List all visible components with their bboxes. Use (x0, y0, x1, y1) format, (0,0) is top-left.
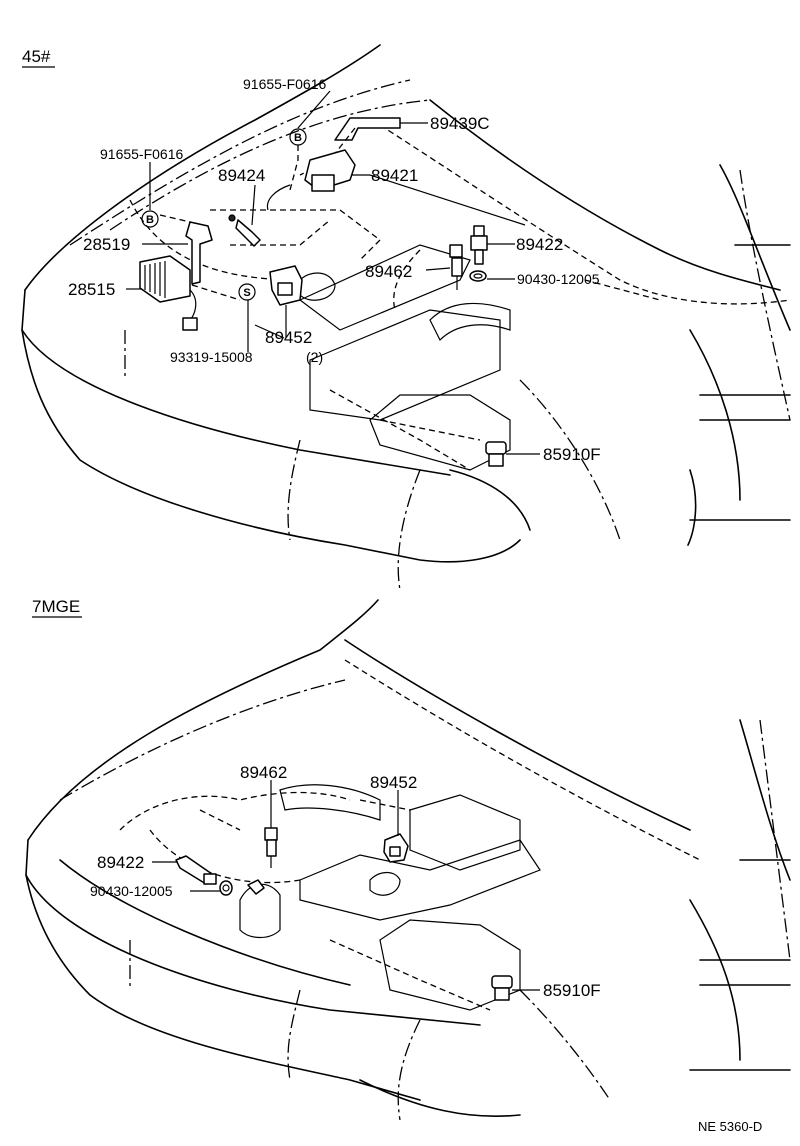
section-title-bottom: 7MGE (32, 597, 80, 616)
part-89452-sensor (269, 265, 303, 306)
part-bottom-89462-sensor (264, 827, 278, 868)
label-bottom-89452: 89452 (370, 773, 417, 792)
labels-bottom: 89462 89452 89422 90430-12005 85910F (90, 763, 601, 1000)
labels-top: 91655-F0616 91655-F0616 89439C 89421 894… (68, 76, 601, 464)
label-bottom-85910f: 85910F (543, 981, 601, 1000)
car-body-bottom (25, 599, 791, 1121)
bolt-badge-b-upper-text: B (294, 132, 302, 144)
part-bottom-85910f-switch (491, 975, 513, 1001)
part-bottom-89422-sensor (175, 855, 217, 885)
label-top-89424: 89424 (218, 166, 265, 185)
label-top-89452: 89452 (265, 328, 312, 347)
label-bottom-89462: 89462 (240, 763, 287, 782)
part-28519-bracket (159, 214, 213, 285)
leaders-bottom (152, 780, 540, 991)
part-89424-sensor (228, 214, 261, 247)
label-top-89439c: 89439C (430, 114, 490, 133)
label-top-89422: 89422 (516, 235, 563, 254)
part-85910f-switch (485, 441, 507, 467)
section-top: 45# (21, 44, 791, 591)
label-top-90430: 90430-12005 (517, 271, 600, 287)
car-body-top (21, 44, 791, 591)
part-bottom-90430-gasket (219, 879, 265, 896)
part-89421-sensor (266, 149, 356, 211)
part-90430-gasket (469, 270, 487, 282)
bolt-badge-b-left: B (141, 210, 159, 228)
label-top-91655-left: 91655-F0616 (100, 146, 184, 162)
part-28515-module (139, 255, 241, 331)
label-top-91655-upper: 91655-F0616 (243, 76, 327, 92)
label-top-28515: 28515 (68, 280, 115, 299)
label-bottom-89422: 89422 (97, 853, 144, 872)
label-top-89421: 89421 (371, 166, 418, 185)
diagram-footer-code: NE 5360-D (698, 1119, 762, 1134)
bolt-badge-b-left-text: B (146, 214, 154, 226)
leaders-top (126, 90, 661, 455)
label-top-93319: 93319-15008 (170, 349, 253, 365)
label-bottom-90430: 90430-12005 (90, 883, 173, 899)
part-bottom-89452-sensor (383, 833, 409, 863)
screw-badge-s-text: S (243, 287, 250, 299)
screw-badge-s: S (238, 283, 256, 301)
section-title-top: 45# (22, 47, 51, 66)
section-bottom: 7MGE (25, 597, 791, 1121)
label-top-28519: 28519 (83, 235, 130, 254)
part-89422-sensor (470, 225, 488, 265)
bolt-badge-b-upper: B (289, 128, 307, 191)
label-top-93319-qty: (2) (306, 349, 323, 365)
label-top-85910f: 85910F (543, 445, 601, 464)
part-89462-sensor (449, 244, 463, 290)
label-top-89462: 89462 (365, 262, 412, 281)
